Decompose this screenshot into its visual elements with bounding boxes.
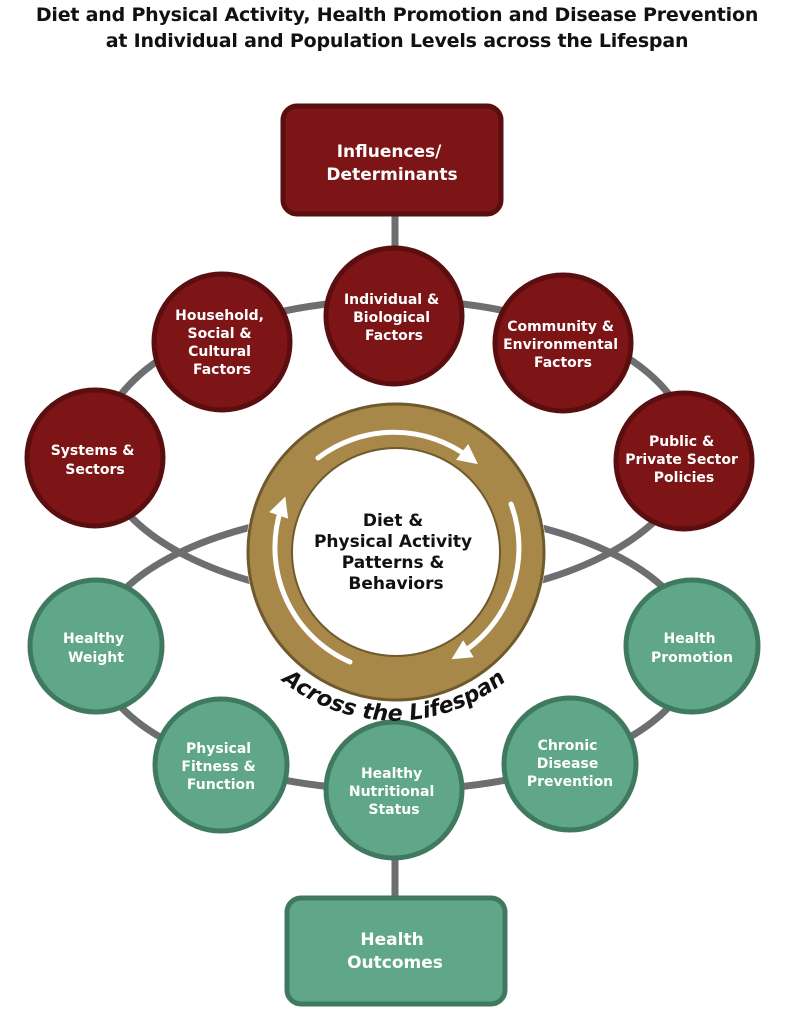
household-line-1: Household, [175, 308, 264, 324]
individual-line-3: Factors [365, 328, 423, 344]
promotion-line-2: Promotion [651, 650, 733, 666]
node-chronic-disease: Chronic Disease Prevention [501, 695, 639, 833]
node-health-promotion: Health Promotion [623, 577, 761, 715]
nutrition-line-2: Nutritional [349, 784, 434, 800]
svg-text:Community & Environmenta: Community & Environmental Factors [503, 319, 623, 371]
svg-text:Public & Private Sector: Public & Private Sector Policies [625, 434, 743, 486]
weight-line-1: Healthy [63, 631, 124, 647]
svg-text:Household, Social &: Household, Social & Cultural Factors [175, 308, 269, 378]
node-household-factors: Household, Social & Cultural Factors [151, 271, 293, 413]
arrow-right [451, 501, 522, 660]
fitness-line-2: Fitness & [181, 759, 255, 775]
node-healthy-weight: Healthy Weight [27, 577, 165, 715]
svg-text:Health Promotion: Health Promotion [651, 631, 733, 666]
center-line-3: Patterns & [342, 553, 445, 573]
svg-text:Systems & Sectors: Systems & Sectors [51, 443, 140, 478]
svg-text:Physical Fitness &: Physical Fitness & Function [181, 741, 260, 793]
fitness-line-1: Physical [186, 741, 251, 757]
influences-box-line-1: Influences/ [337, 142, 442, 162]
outcomes-box: Health Outcomes [284, 895, 508, 1007]
influences-box: Influences/ Determinants [280, 103, 504, 217]
household-line-4: Factors [193, 362, 251, 378]
chronic-line-2: Disease [537, 756, 599, 772]
svg-text:Healthy Nutritional: Healthy Nutritional Status [349, 766, 439, 818]
node-systems-sectors: Systems & Sectors [24, 387, 166, 529]
cycle-arrows [269, 429, 522, 665]
weight-line-2: Weight [68, 650, 124, 666]
household-line-2: Social & [187, 326, 251, 342]
node-physical-fitness: Physical Fitness & Function [152, 696, 290, 834]
node-nutritional-status: Healthy Nutritional Status [323, 719, 465, 861]
arrow-left [269, 496, 353, 665]
title-line-2: at Individual and Population Levels acro… [105, 30, 689, 52]
individual-line-1: Individual & [344, 292, 439, 308]
promotion-line-1: Health [664, 631, 716, 647]
community-line-3: Factors [534, 355, 592, 371]
svg-text:Healthy Weight: Healthy Weight [63, 631, 129, 666]
svg-text:Health Outcomes: Health Outcomes [347, 930, 443, 973]
arrow-top [315, 429, 478, 465]
fitness-line-3: Function [187, 777, 255, 793]
outcomes-box-line-1: Health [360, 930, 423, 950]
center-line-4: Behaviors [348, 574, 443, 594]
household-line-3: Cultural [188, 344, 251, 360]
community-line-1: Community & [507, 319, 614, 335]
nutrition-line-3: Status [368, 802, 419, 818]
community-line-2: Environmental [503, 337, 618, 353]
chronic-line-3: Prevention [527, 774, 613, 790]
node-community-factors: Community & Environmental Factors [492, 272, 634, 414]
systems-line-2: Sectors [65, 462, 124, 478]
policies-line-2: Private Sector [625, 452, 738, 468]
svg-text:Individual & Biological: Individual & Biological Factors [344, 292, 444, 344]
center-label: Diet & Physical Activity Patterns & Beha… [314, 511, 478, 594]
influences-box-line-2: Determinants [326, 165, 457, 185]
systems-line-1: Systems & [51, 443, 135, 459]
node-policies: Public & Private Sector Policies [613, 390, 755, 532]
node-individual-factors: Individual & Biological Factors [323, 245, 465, 387]
chronic-line-1: Chronic [538, 738, 598, 754]
outcomes-box-line-2: Outcomes [347, 953, 443, 973]
diagram-title: Diet and Physical Activity, Health Promo… [0, 2, 794, 54]
policies-line-3: Policies [654, 470, 714, 486]
svg-text:Influences/ Determinants: Influences/ Determinants [326, 142, 457, 185]
individual-line-2: Biological [353, 310, 430, 326]
title-line-1: Diet and Physical Activity, Health Promo… [35, 4, 759, 26]
center-ring [246, 402, 546, 702]
center-line-1: Diet & [363, 511, 424, 531]
center-line-2: Physical Activity [314, 532, 472, 552]
policies-line-1: Public & [649, 434, 714, 450]
nutrition-line-1: Healthy [361, 766, 422, 782]
svg-text:Chronic Disease Pr: Chronic Disease Prevention [527, 738, 613, 790]
